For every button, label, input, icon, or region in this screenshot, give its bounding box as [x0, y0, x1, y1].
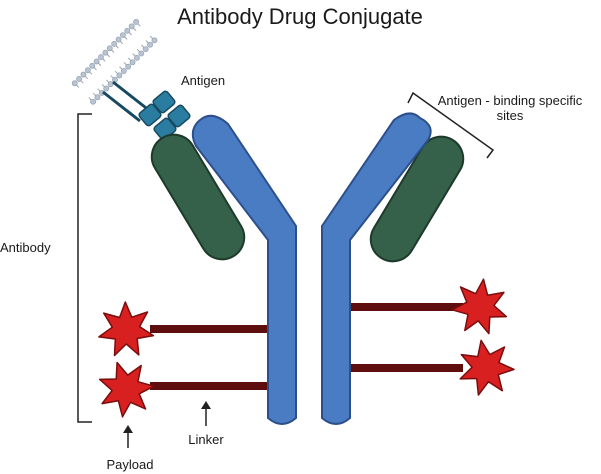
light-chain-right — [369, 135, 465, 263]
heavy-chain-right — [321, 112, 432, 425]
payload-star-icon — [98, 361, 155, 418]
arrow-up-icon — [123, 425, 133, 448]
antibody-bracket — [77, 113, 92, 423]
binding-sites-label-line2: sites — [497, 108, 524, 123]
light-chain-left — [150, 133, 246, 261]
linker-right-lower — [343, 364, 463, 372]
antigen-icon — [102, 80, 191, 141]
linker-label: Linker — [188, 432, 224, 447]
arrow-up-icon — [201, 401, 211, 426]
diagram-title: Antibody Drug Conjugate — [177, 4, 423, 29]
binding-sites-bracket — [407, 91, 495, 159]
binding-sites-label-line1: Antigen - binding specific — [438, 93, 583, 108]
antibody-label: Antibody — [0, 240, 51, 255]
cell-membrane-icon — [71, 19, 158, 105]
payload-star-icon — [459, 339, 515, 396]
payload-star-icon — [451, 278, 508, 335]
antigen-label: Antigen — [181, 73, 225, 88]
linker-left-lower — [150, 382, 268, 390]
linker-right-upper — [343, 303, 463, 311]
linker-left-upper — [150, 325, 268, 333]
payload-label: Payload — [107, 457, 154, 472]
payload-star-icon — [98, 301, 155, 357]
heavy-chain-left — [191, 114, 297, 425]
